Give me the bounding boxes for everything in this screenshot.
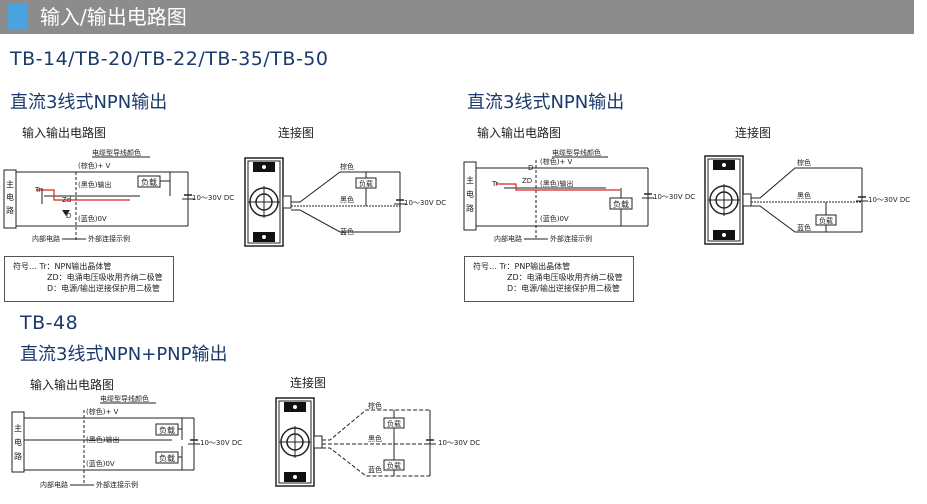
svg-text:10～30V DC: 10～30V DC [868, 196, 910, 204]
svg-text:(棕色)+ V: (棕色)+ V [540, 157, 573, 166]
svg-text:电缆型导线颜色: 电缆型导线颜色 [552, 148, 601, 157]
svg-text:负载: 负载 [159, 453, 175, 463]
legend-tr: 符号… Tr：NPN输出晶体管 [13, 262, 112, 271]
svg-text:负载: 负载 [141, 177, 157, 187]
svg-text:(棕色)+ V: (棕色)+ V [86, 407, 119, 416]
symbol-legend-left: 符号… Tr：NPN输出晶体管 ZD：电涌电压吸收用齐纳二极管 D：电源/输出逆… [4, 256, 174, 302]
header-accent [8, 4, 28, 30]
svg-text:(黑色)输出: (黑色)输出 [540, 179, 573, 188]
svg-text:电: 电 [6, 192, 14, 202]
connection-label-left: 连接图 [278, 126, 315, 140]
svg-text:蓝色: 蓝色 [340, 227, 354, 236]
model-tb48: TB-48 [20, 312, 79, 334]
svg-text:负载: 负载 [387, 461, 401, 470]
connection-diagram-tb48: 棕色 黑色 蓝色 负载 负载 10～30V DC [275, 397, 480, 487]
svg-text:10～30V DC: 10～30V DC [192, 194, 234, 202]
svg-text:主: 主 [14, 423, 22, 433]
symbol-legend-right: 符号… Tr：PNP输出晶体管 ZD：电涌电压吸收用齐纳二极管 D：电源/输出逆… [464, 256, 634, 302]
circuit-label-tb48: 输入输出电路图 [30, 378, 115, 392]
svg-text:内部电路: 内部电路 [40, 480, 68, 489]
svg-text:10～30V DC: 10～30V DC [438, 439, 480, 447]
header-title: 输入/输出电路图 [40, 5, 187, 29]
circuit-label-right: 输入输出电路图 [477, 126, 562, 140]
connection-diagram-right: 棕色 黑色 蓝色 负载 10～30V DC [704, 155, 910, 245]
svg-text:电: 电 [14, 437, 22, 447]
legend-zd: ZD：电涌电压吸收用齐纳二极管 [507, 273, 623, 282]
svg-text:外部连接示例: 外部连接示例 [550, 234, 592, 243]
svg-text:主: 主 [466, 175, 474, 185]
connection-label-right: 连接图 [735, 126, 772, 140]
svg-text:电: 电 [466, 189, 474, 199]
model-list: TB-14/TB-20/TB-22/TB-35/TB-50 [10, 48, 329, 70]
svg-text:10～30V DC: 10～30V DC [653, 193, 695, 201]
svg-text:外部连接示例: 外部连接示例 [96, 480, 138, 489]
svg-text:(蓝色)0V: (蓝色)0V [86, 459, 115, 468]
npn-pnp-circuit: 主 电 路 负载 负载 10～30V DC 电缆型导线颜色 (棕色)+ V (黑… [11, 394, 242, 489]
svg-text:Tr: Tr [34, 186, 41, 194]
svg-text:D: D [528, 164, 533, 172]
svg-text:10～30V DC: 10～30V DC [200, 439, 242, 447]
svg-text:路: 路 [466, 203, 474, 213]
svg-text:(黑色)输出: (黑色)输出 [78, 180, 111, 189]
connection-label-tb48: 连接图 [290, 376, 327, 390]
legend-d: D：电源/输出逆接保护用二极管 [47, 284, 160, 293]
svg-text:电缆型导线颜色: 电缆型导线颜色 [92, 148, 141, 157]
npn-subtitle-right: 直流3线式NPN输出 [467, 92, 625, 113]
svg-text:D: D [66, 212, 71, 220]
svg-text:(蓝色)0V: (蓝色)0V [540, 214, 569, 223]
svg-text:(棕色)+ V: (棕色)+ V [78, 161, 111, 170]
svg-text:路: 路 [14, 451, 22, 461]
svg-text:(蓝色)0V: (蓝色)0V [78, 214, 107, 223]
main-circuit-text: 主 [6, 179, 14, 189]
npn-pnp-subtitle: 直流3线式NPN+PNP输出 [20, 344, 228, 365]
legend-zd: ZD：电涌电压吸收用齐纳二极管 [47, 273, 163, 282]
legend-tr: 符号… Tr：PNP输出晶体管 [473, 262, 571, 271]
svg-text:黑色: 黑色 [797, 191, 811, 200]
pnp-circuit-right: 主 电 路 Tr ZD D 负载 10～30V DC 电缆型导线颜色 (棕色)+… [463, 148, 695, 243]
svg-text:电缆型导线颜色: 电缆型导线颜色 [100, 394, 149, 403]
svg-text:10～30V DC: 10～30V DC [404, 199, 446, 207]
svg-text:负载: 负载 [159, 425, 175, 435]
svg-text:棕色: 棕色 [368, 401, 382, 410]
svg-text:棕色: 棕色 [340, 162, 354, 171]
npn-circuit-left: 主 电 路 Tr Zd D 负载 10～30V DC 电缆型导线颜色 (棕色)+… [3, 148, 234, 243]
section-header: 输入/输出电路图 [0, 0, 914, 34]
svg-text:蓝色: 蓝色 [368, 465, 382, 474]
svg-text:(黑色)输出: (黑色)输出 [86, 435, 119, 444]
svg-text:蓝色: 蓝色 [797, 223, 811, 232]
legend-d: D：电源/输出逆接保护用二极管 [507, 284, 620, 293]
svg-text:ZD: ZD [522, 177, 532, 185]
circuit-label-left: 输入输出电路图 [22, 126, 107, 140]
npn-subtitle-left: 直流3线式NPN输出 [10, 92, 168, 113]
svg-text:内部电路: 内部电路 [494, 234, 522, 243]
connection-diagram-left: 棕色 黑色 蓝色 负载 10～30V DC [244, 157, 446, 247]
svg-text:内部电路: 内部电路 [32, 234, 60, 243]
svg-text:负载: 负载 [387, 419, 401, 428]
svg-text:负载: 负载 [819, 216, 833, 225]
svg-text:负载: 负载 [613, 199, 629, 209]
svg-text:黑色: 黑色 [368, 434, 382, 443]
svg-text:Tr: Tr [491, 180, 498, 188]
svg-text:外部连接示例: 外部连接示例 [88, 234, 130, 243]
svg-text:路: 路 [6, 205, 14, 215]
svg-text:黑色: 黑色 [340, 195, 354, 204]
svg-text:负载: 负载 [359, 179, 373, 188]
svg-text:棕色: 棕色 [797, 158, 811, 167]
svg-text:Zd: Zd [62, 196, 71, 204]
